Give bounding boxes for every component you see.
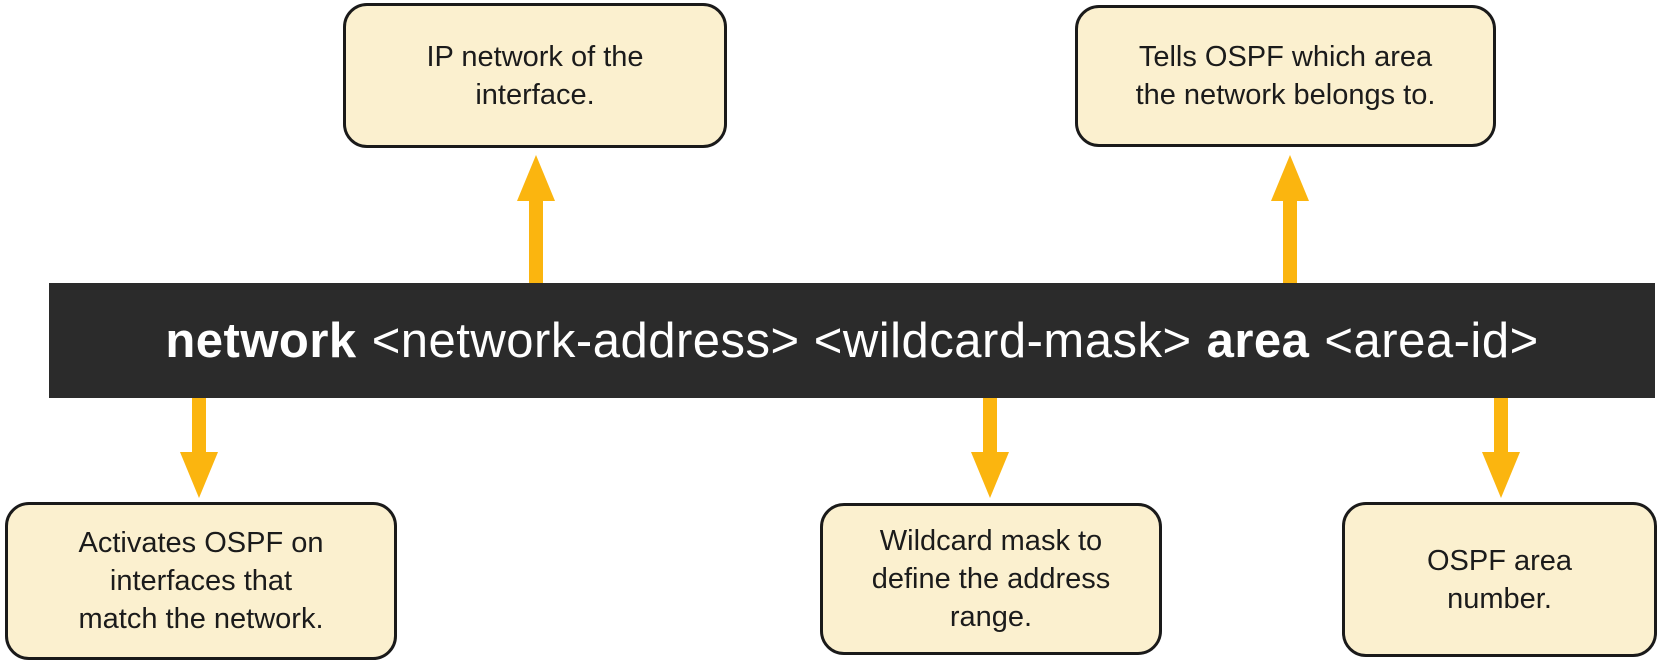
callout-line: interface.	[475, 78, 595, 111]
command-bar: network <network-address> <wildcard-mask…	[49, 283, 1655, 398]
command-keyword-network: network	[165, 313, 357, 368]
callout-area-keyword: Tells OSPF which area the network belong…	[1075, 5, 1496, 147]
callout-line: interfaces that	[109, 565, 293, 597]
arrow-head-icon	[180, 452, 218, 498]
command-params-network-wildcard: <network-address> <wildcard-mask>	[371, 313, 1192, 368]
arrow-head-icon	[517, 155, 555, 201]
callout-line: OSPF area	[1426, 544, 1573, 577]
arrow-stem	[192, 398, 206, 454]
callout-line: Tells OSPF which area	[1138, 41, 1433, 73]
arrow-stem	[1494, 398, 1508, 454]
command-param-area-id: <area-id>	[1324, 313, 1539, 368]
callout-line: range.	[949, 601, 1033, 633]
arrow-head-icon	[1482, 452, 1520, 498]
callout-line: match the network.	[78, 603, 324, 635]
callout-line: IP network of the	[426, 40, 644, 73]
callout-activates-ospf: Activates OSPF on interfaces that match …	[5, 502, 397, 660]
arrow-stem	[529, 197, 543, 283]
arrow-stem	[983, 398, 997, 454]
command-keyword-area: area	[1206, 313, 1310, 368]
callout-area-number: OSPF area number.	[1342, 502, 1657, 657]
arrow-head-icon	[1271, 155, 1309, 201]
arrow-stem	[1283, 197, 1297, 283]
callout-line: number.	[1447, 582, 1552, 615]
callout-line: define the address	[871, 563, 1111, 595]
arrow-head-icon	[971, 452, 1009, 498]
callout-line: Wildcard mask to	[879, 525, 1103, 557]
callout-line: the network belongs to.	[1135, 79, 1436, 111]
callout-line: Activates OSPF on	[78, 527, 324, 559]
callout-network-address: IP network of the interface.	[343, 3, 727, 148]
callout-wildcard-mask: Wildcard mask to define the address rang…	[820, 503, 1162, 655]
